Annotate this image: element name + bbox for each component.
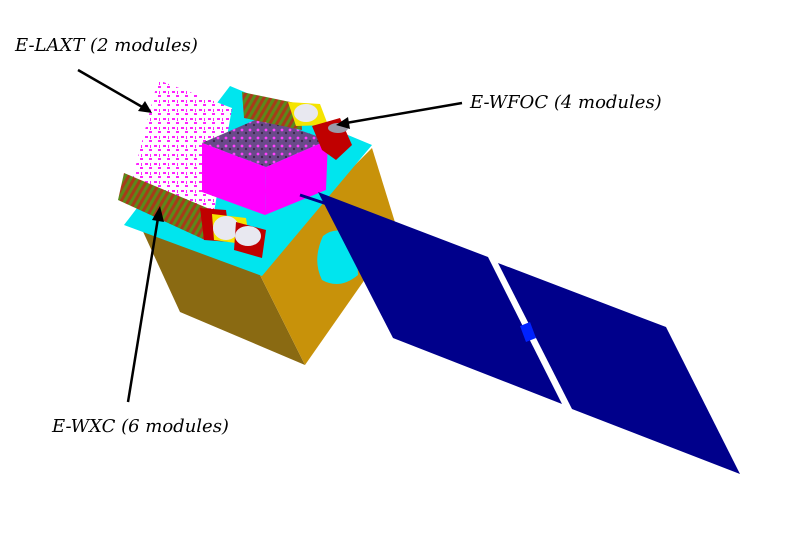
laxt-leader-arrow xyxy=(77,68,152,113)
bus-front-face xyxy=(140,225,305,365)
laxt-label: E-LAXT (2 modules) xyxy=(14,35,198,56)
wxc-label: E-WXC (6 modules) xyxy=(51,416,229,437)
wxc-lens-2 xyxy=(235,226,261,246)
wxc-lens-1 xyxy=(213,216,239,240)
solar-panel-inner xyxy=(318,192,562,404)
solar-array-hinge xyxy=(520,322,536,342)
wfoc-lens-1 xyxy=(294,104,318,122)
wfoc-module-strip xyxy=(242,92,302,130)
wxc-leader-arrow xyxy=(126,206,164,403)
solar-array-boom xyxy=(299,193,331,207)
wfoc-label: E-WFOC (4 modules) xyxy=(469,92,662,113)
wfoc-leader-arrow xyxy=(336,101,463,129)
wxc-module-strip xyxy=(118,173,212,240)
solar-panel-outer xyxy=(498,263,740,474)
laxt-front-face xyxy=(202,143,266,215)
laxt-top-face xyxy=(202,117,328,167)
laxt-side-face xyxy=(265,140,328,215)
